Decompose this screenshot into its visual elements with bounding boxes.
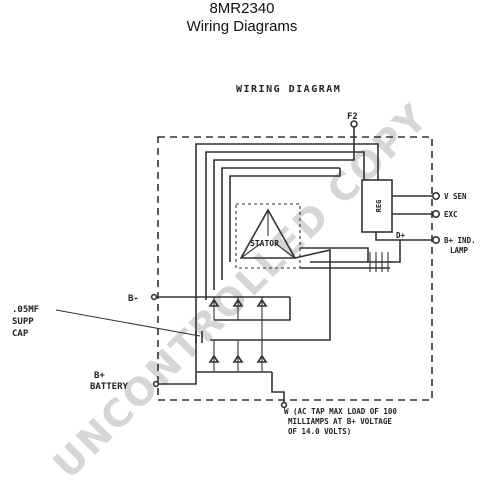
diagram-title: WIRING DIAGRAM: [236, 84, 341, 95]
b-plus-battery-label-2: BATTERY: [90, 382, 129, 392]
supp-cap-label-3: CAP: [12, 329, 29, 339]
b-plus-battery-terminal: [152, 380, 160, 388]
w-note-line-2: MILLIAMPS AT B+ VOLTAGE: [288, 417, 392, 426]
supp-cap-label-1: .05MF: [12, 305, 39, 315]
d-plus-to-lamp: [390, 240, 401, 263]
b-plus-ind-lamp-label-2: LAMP: [450, 246, 469, 255]
diode-row-negative: [208, 297, 268, 320]
stator-inner-windings: [240, 210, 296, 259]
b-plus-battery-label-1: B+: [94, 371, 105, 381]
d-plus-label: D+: [396, 231, 406, 240]
stator-winding: [239, 208, 297, 259]
supp-cap-symbol: [195, 331, 203, 343]
w-tap-lead: [271, 372, 285, 402]
b-plus-ind-lamp-terminal: [431, 236, 440, 245]
b-plus-battery-lead: [159, 372, 197, 385]
wire-loop-3: [213, 152, 355, 290]
b-minus-label: B-: [128, 294, 139, 304]
wire-loop-2: [205, 151, 365, 300]
part-number: 8MR2340: [209, 0, 275, 17]
exc-terminal: [431, 210, 440, 219]
page-title: 8MR2340 Wiring Diagrams: [0, 0, 484, 36]
regulator-box: [361, 179, 393, 233]
stator-lead-upper: [300, 247, 369, 262]
supp-cap-leader: [55, 309, 201, 337]
housing-outline: [157, 136, 433, 401]
stator-label: STATOR: [250, 239, 279, 248]
w-note-line-1: W (AC TAP MAX LOAD OF 100: [284, 407, 397, 416]
wire-outer-loop: [195, 143, 379, 320]
w-terminal: [280, 401, 288, 409]
v-sen-terminal: [431, 192, 440, 201]
wire-loop-5: [229, 168, 341, 262]
trio-diode-pack: [369, 252, 389, 272]
lamp-lead: [375, 232, 432, 241]
wire-loop-4: [221, 167, 340, 280]
stator-frame: [235, 203, 301, 269]
phase-bus: [214, 297, 291, 321]
diode-row-positive: [208, 340, 268, 372]
regulator-label: REG: [375, 200, 383, 213]
diagram-subtitle: Wiring Diagrams: [186, 18, 298, 35]
f2-label: F2: [347, 112, 358, 122]
v-sen-label: V SEN: [444, 192, 467, 201]
w-note-line-3: OF 14.0 VOLTS): [288, 427, 351, 436]
stator-lead-right: [210, 248, 331, 341]
b-minus-terminal: [150, 293, 158, 301]
b-plus-ind-lamp-label-1: B+ IND.: [444, 236, 476, 245]
supp-cap-label-2: SUPP: [12, 317, 34, 327]
exc-label: EXC: [444, 210, 458, 219]
